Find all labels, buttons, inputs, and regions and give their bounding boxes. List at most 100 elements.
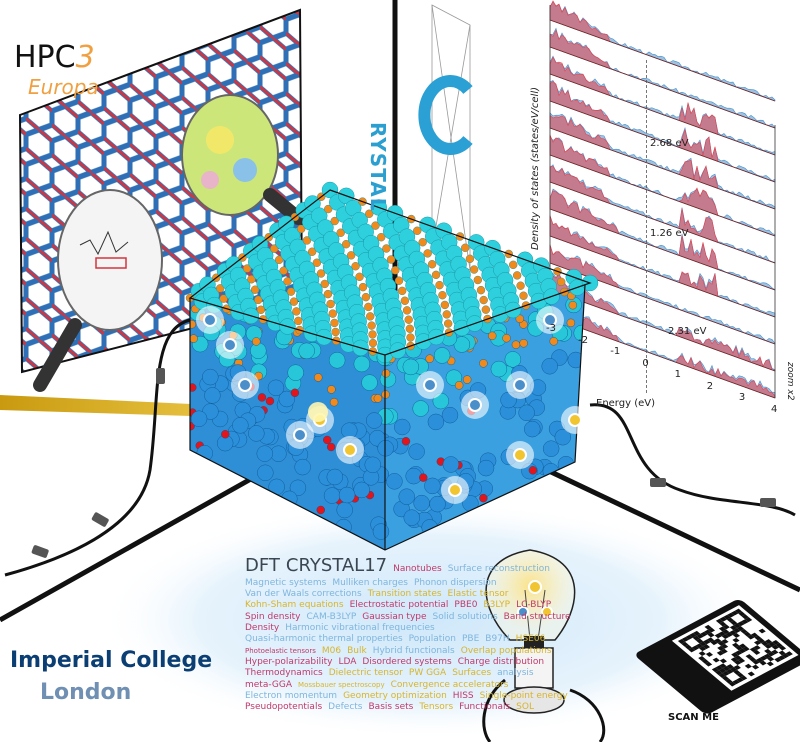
electron-icon — [293, 428, 307, 442]
surface-atom — [292, 307, 301, 316]
atom — [326, 468, 344, 486]
surface-atom — [247, 275, 256, 284]
word-cloud-term: DFT — [245, 555, 280, 576]
word-cloud-term: Surfaces — [452, 668, 492, 679]
surface-atom — [326, 299, 335, 309]
surface-atom — [442, 310, 451, 319]
atom — [488, 331, 497, 341]
qr-module — [775, 642, 783, 648]
qr-module — [752, 659, 760, 665]
laser-impact-flash — [308, 402, 328, 422]
qr-module — [681, 641, 689, 647]
surface-atom — [519, 291, 528, 300]
atom — [479, 493, 488, 503]
atom — [377, 440, 394, 457]
atom — [413, 494, 430, 512]
surface-atom — [382, 244, 391, 253]
surface-atom — [400, 296, 410, 305]
qr-module — [737, 626, 745, 631]
cube-edges — [189, 284, 586, 551]
qr-module — [743, 631, 751, 637]
qr-module — [772, 639, 780, 645]
qr-module — [719, 663, 727, 669]
word-cloud-term: PBE — [461, 634, 480, 645]
qr-background — [671, 605, 799, 691]
word-cloud-term: Van der Waals corrections — [245, 589, 362, 600]
qr-module — [750, 632, 759, 638]
qr-module — [774, 657, 782, 663]
surface-atom — [346, 251, 356, 260]
atom — [424, 477, 441, 495]
atom — [542, 440, 560, 457]
atom — [504, 351, 522, 368]
surface-atom — [406, 333, 415, 342]
qr-module — [699, 646, 707, 652]
qr-code[interactable] — [633, 598, 800, 715]
atom — [549, 337, 558, 346]
electron-icon — [423, 378, 437, 392]
electron-icon — [238, 378, 252, 392]
atom — [441, 406, 459, 424]
atom — [265, 396, 275, 406]
qr-module — [763, 653, 771, 659]
crystal-slab-cube — [185, 181, 599, 551]
hole-icon — [568, 413, 582, 427]
word-cloud-term: Charge distribution — [457, 657, 545, 668]
imperial-college-logo: Imperial College — [10, 648, 213, 673]
qr-module — [707, 637, 715, 643]
qr-module — [699, 641, 707, 647]
qr-module — [704, 624, 712, 630]
word-cloud-term: Magnetic systems — [245, 577, 327, 588]
word-cloud-term: Disordered systems — [362, 657, 452, 668]
word-cloud-term: Band structure — [503, 611, 571, 622]
dos-panel-baseline — [549, 19, 776, 102]
qr-module — [732, 679, 740, 685]
atom — [268, 478, 285, 496]
qr-module — [766, 661, 774, 667]
atom — [554, 428, 571, 446]
hole-icon — [448, 483, 462, 497]
qr-module — [715, 670, 723, 676]
chart-annotation-gap-1: 2.68 eV — [650, 138, 689, 149]
word-cloud-term: Pseudopotentials — [245, 702, 323, 713]
qr-module — [735, 645, 743, 651]
atom — [323, 487, 341, 504]
surface-atom — [405, 324, 415, 333]
surface-atom — [256, 305, 266, 314]
hpc-logo-superscript: 3 — [75, 40, 95, 75]
surface-atom — [283, 277, 292, 286]
qr-module — [737, 658, 746, 663]
word-cloud-term: Dielectric tensor — [328, 668, 403, 679]
surface-atom — [394, 276, 404, 285]
qr-module — [725, 678, 733, 684]
qr-module — [726, 669, 734, 674]
qr-module — [745, 617, 753, 623]
qr-module — [681, 636, 689, 642]
surface-atom — [250, 285, 260, 294]
dos-panel-baseline — [549, 127, 776, 210]
hole-icon — [343, 443, 357, 457]
surface-atom — [461, 243, 470, 252]
dos-panel-baseline — [549, 46, 776, 129]
qr-module — [753, 650, 761, 655]
atom — [257, 464, 274, 481]
qr-module — [696, 638, 704, 644]
atom — [442, 456, 460, 473]
atom — [419, 473, 428, 482]
qr-module — [684, 644, 692, 650]
qr-module — [715, 665, 723, 671]
qr-module — [698, 656, 706, 661]
atom — [541, 358, 558, 375]
qr-module — [691, 645, 700, 651]
atom — [401, 437, 411, 446]
qr-module — [721, 634, 730, 640]
word-cloud-term: LC-BLYP — [516, 600, 552, 611]
qr-module — [717, 645, 725, 651]
atom — [519, 339, 528, 348]
atom — [398, 488, 415, 505]
surface-atom — [440, 300, 450, 310]
atom — [202, 368, 219, 386]
qr-module — [717, 641, 725, 646]
qr-module — [730, 620, 738, 626]
